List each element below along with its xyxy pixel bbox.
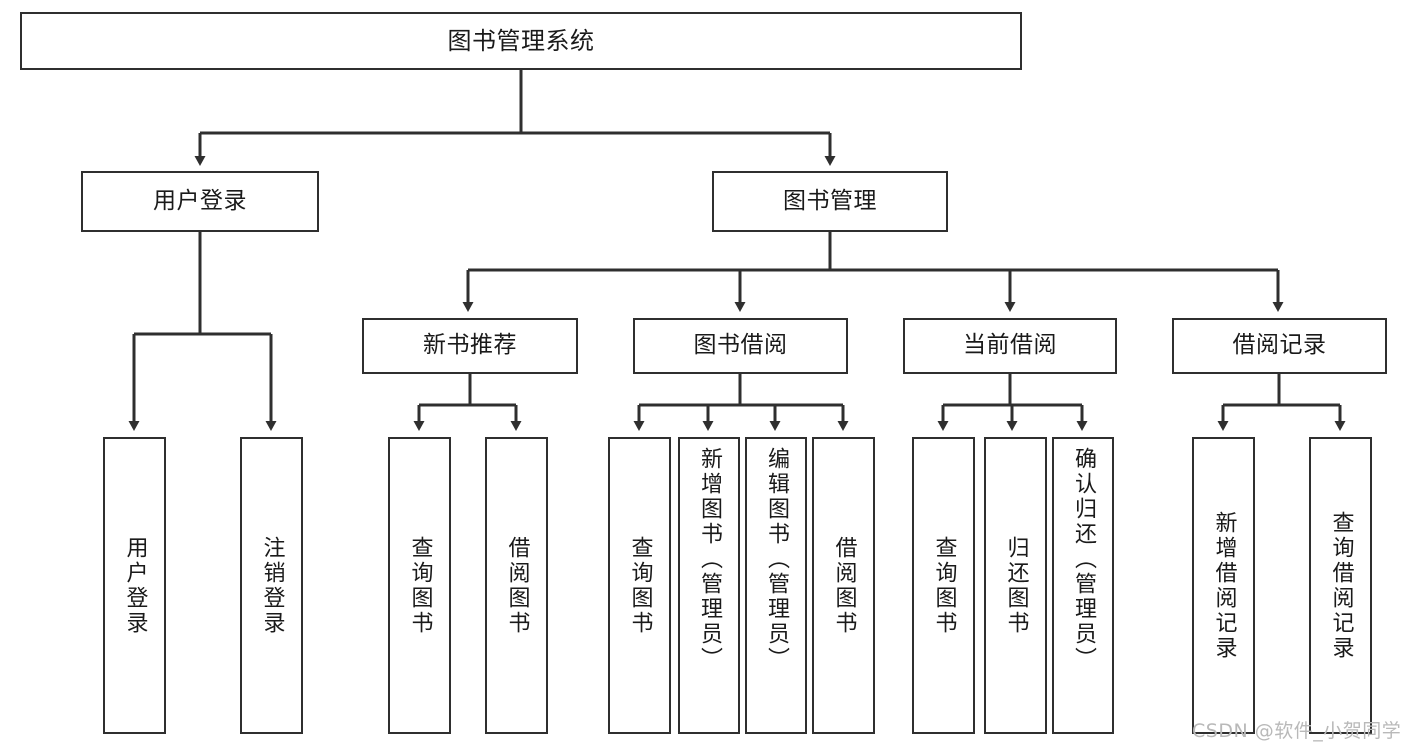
node-label: 借阅图书: [831, 535, 857, 636]
node-leaf-query-book-rec[interactable]: 查询图书: [388, 437, 451, 734]
node-leaf-user-login[interactable]: 用户登录: [103, 437, 166, 734]
node-label: 编辑图书（管理员）: [764, 447, 789, 672]
node-leaf-borrow-book[interactable]: 借阅图书: [812, 437, 875, 734]
node-label: 确认归还（管理员）: [1071, 447, 1096, 672]
node-leaf-borrow-book-rec[interactable]: 借阅图书: [485, 437, 548, 734]
node-book-manage[interactable]: 图书管理: [712, 171, 948, 232]
node-leaf-query-book-cur[interactable]: 查询图书: [912, 437, 975, 734]
node-label: 新增借阅记录: [1211, 510, 1237, 661]
node-user-login[interactable]: 用户登录: [81, 171, 319, 232]
node-leaf-return-book[interactable]: 归还图书: [984, 437, 1047, 734]
node-label: 图书借阅: [693, 332, 788, 359]
node-leaf-add-borrow-record[interactable]: 新增借阅记录: [1192, 437, 1255, 734]
node-label: 新增图书（管理员）: [697, 447, 722, 672]
node-label: 查询借阅记录: [1328, 510, 1354, 661]
node-label: 用户登录: [153, 187, 247, 214]
node-label: 注销登录: [259, 535, 285, 636]
node-book-borrow[interactable]: 图书借阅: [633, 318, 848, 374]
node-new-book-recommend[interactable]: 新书推荐: [362, 318, 578, 374]
node-label: 图书管理系统: [447, 26, 595, 55]
node-label: 当前借阅: [963, 332, 1057, 359]
node-current-borrow[interactable]: 当前借阅: [903, 318, 1117, 374]
node-label: 新书推荐: [423, 332, 517, 359]
node-leaf-edit-book-admin[interactable]: 编辑图书（管理员）: [745, 437, 807, 734]
node-leaf-query-book-borrow[interactable]: 查询图书: [608, 437, 671, 734]
node-label: 查询图书: [407, 535, 433, 636]
node-leaf-confirm-return-admin[interactable]: 确认归还（管理员）: [1052, 437, 1114, 734]
node-label: 图书管理: [783, 187, 877, 214]
node-label: 查询图书: [931, 535, 957, 636]
node-borrow-record[interactable]: 借阅记录: [1172, 318, 1387, 374]
csdn-watermark: CSDN @软件_小贺同学: [1192, 720, 1402, 742]
node-label: 查询图书: [627, 535, 653, 636]
node-leaf-logout[interactable]: 注销登录: [240, 437, 303, 734]
node-leaf-add-book-admin[interactable]: 新增图书（管理员）: [678, 437, 740, 734]
node-leaf-query-borrow-record[interactable]: 查询借阅记录: [1309, 437, 1372, 734]
node-label: 借阅记录: [1232, 332, 1327, 359]
node-label: 用户登录: [122, 535, 148, 636]
node-root[interactable]: 图书管理系统: [20, 12, 1022, 70]
node-label: 借阅图书: [504, 535, 530, 636]
node-label: 归还图书: [1003, 535, 1029, 636]
